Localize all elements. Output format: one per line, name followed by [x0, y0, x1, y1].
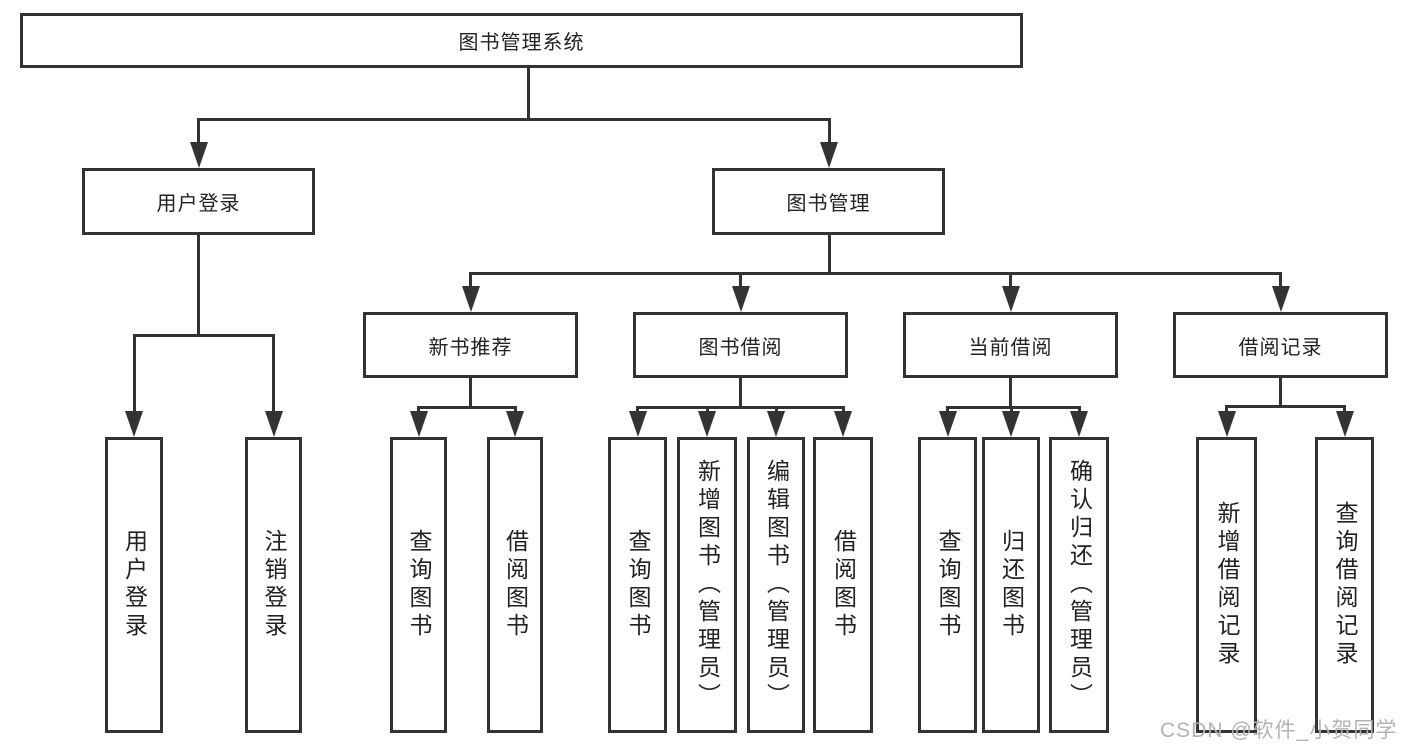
leaf-bw-borrow-book: 借阅图书 [813, 437, 873, 733]
leaf-nb-query-book-label: 查询图书 [406, 529, 432, 641]
leaf-cur-confirm-return-admin: 确认归还（管理员） [1049, 437, 1109, 733]
leaf-logout-label: 注销登录 [261, 529, 287, 641]
leaf-his-query-record-label: 查询借阅记录 [1332, 501, 1358, 669]
arrow-shaft-to-bw-edit [775, 406, 778, 415]
arrow-head-to-nb-borrow [506, 411, 524, 437]
arrow-head-to-bw-borrow [834, 411, 852, 437]
node-root-label: 图书管理系统 [458, 32, 585, 54]
leaf-nb-borrow-book: 借阅图书 [487, 437, 543, 733]
arrow-head-to-cur-return [1002, 411, 1020, 437]
connector-borrow-record-hline [1225, 405, 1346, 408]
leaf-nb-borrow-book-label: 借阅图书 [502, 529, 529, 641]
csdn-watermark: CSDN @软件_小贺同学 [1160, 719, 1398, 742]
connector-root-vline [527, 68, 530, 121]
leaf-user-login: 用户登录 [105, 437, 163, 733]
arrow-head-to-nb-query [410, 411, 428, 437]
node-borrow-record: 借阅记录 [1173, 312, 1388, 378]
connector-current-borrow-vline [1009, 378, 1012, 409]
arrow-shaft-to-book-borrow [739, 272, 742, 288]
arrow-head-to-book-borrow [732, 286, 750, 312]
arrow-head-to-leaf-logout [265, 411, 283, 437]
leaf-user-login-label: 用户登录 [121, 529, 148, 641]
node-user-login: 用户登录 [82, 168, 315, 235]
arrow-head-to-new-book-recommend [462, 286, 480, 312]
leaf-bw-borrow-book-label: 借阅图书 [830, 529, 857, 641]
leaf-cur-return-book-label: 归还图书 [998, 529, 1025, 641]
leaf-bw-query-book-label: 查询图书 [625, 529, 651, 641]
connector-user-login-vline [197, 235, 200, 337]
connector-book-mgmt-vline [828, 235, 831, 275]
node-borrow-record-label: 借阅记录 [1238, 336, 1323, 359]
arrow-shaft-to-cur-query [946, 406, 949, 415]
leaf-cur-return-book: 归还图书 [982, 437, 1040, 733]
connector-current-borrow-hline [946, 406, 1081, 409]
arrow-head-to-borrow-record [1272, 286, 1290, 312]
arrow-head-to-current-borrow [1002, 286, 1020, 312]
arrow-shaft-to-borrow-record [1279, 272, 1282, 288]
leaf-logout: 注销登录 [245, 437, 302, 733]
node-user-login-label: 用户登录 [156, 193, 241, 215]
arrow-shaft-to-his-add [1225, 405, 1228, 415]
arrow-head-to-cur-confirm [1070, 411, 1088, 437]
node-book-management: 图书管理 [712, 168, 945, 235]
connector-book-borrow-hline [636, 406, 845, 409]
connector-root-hline [197, 118, 831, 121]
arrow-shaft-to-user-login [197, 118, 200, 146]
node-book-borrow: 图书借阅 [633, 312, 848, 378]
leaf-bw-edit-book-admin-label: 编辑图书（管理员） [763, 459, 790, 711]
arrow-shaft-to-cur-confirm [1078, 406, 1081, 415]
arrow-head-to-bw-edit [767, 411, 785, 437]
connector-book-mgmt-hline [469, 272, 1282, 275]
connector-borrow-record-vline [1279, 378, 1282, 408]
leaf-nb-query-book: 查询图书 [390, 437, 447, 733]
arrow-shaft-to-bw-query [636, 406, 639, 415]
arrow-shaft-to-his-query [1343, 405, 1346, 415]
arrow-head-to-book-management [820, 142, 838, 168]
arrow-head-to-bw-query [629, 411, 647, 437]
arrow-shaft-to-leaf-user-login [133, 334, 136, 414]
arrow-shaft-to-new-book-recommend [469, 272, 472, 288]
leaf-bw-query-book: 查询图书 [608, 437, 667, 733]
arrow-head-to-user-login [190, 142, 208, 168]
connector-new-book-hline [417, 406, 517, 409]
arrow-shaft-to-bw-borrow [842, 406, 845, 415]
node-root: 图书管理系统 [20, 13, 1023, 68]
connector-user-login-hline [133, 334, 275, 337]
arrow-shaft-to-bw-add [706, 406, 709, 415]
leaf-his-add-record: 新增借阅记录 [1196, 437, 1257, 733]
leaf-cur-confirm-return-admin-label: 确认归还（管理员） [1066, 459, 1093, 711]
leaf-cur-query-book-label: 查询图书 [935, 529, 961, 641]
arrow-shaft-to-book-management [828, 118, 831, 146]
leaf-cur-query-book: 查询图书 [918, 437, 977, 733]
connector-book-borrow-vline [739, 378, 742, 409]
leaf-his-add-record-label: 新增借阅记录 [1214, 501, 1240, 669]
leaf-bw-edit-book-admin: 编辑图书（管理员） [747, 437, 805, 733]
arrow-head-to-bw-add [698, 411, 716, 437]
node-current-borrow: 当前借阅 [903, 312, 1118, 378]
node-new-book-recommend: 新书推荐 [363, 312, 578, 378]
leaf-bw-add-book-admin: 新增图书（管理员） [677, 437, 737, 733]
leaf-his-query-record: 查询借阅记录 [1315, 437, 1374, 733]
arrow-shaft-to-cur-return [1010, 406, 1013, 415]
arrow-shaft-to-current-borrow [1009, 272, 1012, 288]
node-current-borrow-label: 当前借阅 [968, 336, 1053, 359]
node-book-management-label: 图书管理 [786, 193, 871, 215]
arrow-head-to-his-query [1336, 411, 1354, 437]
arrow-head-to-cur-query [939, 411, 957, 437]
node-book-borrow-label: 图书借阅 [698, 336, 783, 359]
arrow-head-to-leaf-user-login [125, 411, 143, 437]
arrow-shaft-to-nb-borrow [514, 406, 517, 415]
arrow-head-to-his-add [1218, 411, 1236, 437]
connector-new-book-vline [469, 378, 472, 409]
arrow-shaft-to-nb-query [417, 406, 420, 415]
arrow-shaft-to-leaf-logout [272, 334, 275, 414]
leaf-bw-add-book-admin-label: 新增图书（管理员） [694, 459, 721, 711]
node-new-book-recommend-label: 新书推荐 [428, 336, 513, 359]
